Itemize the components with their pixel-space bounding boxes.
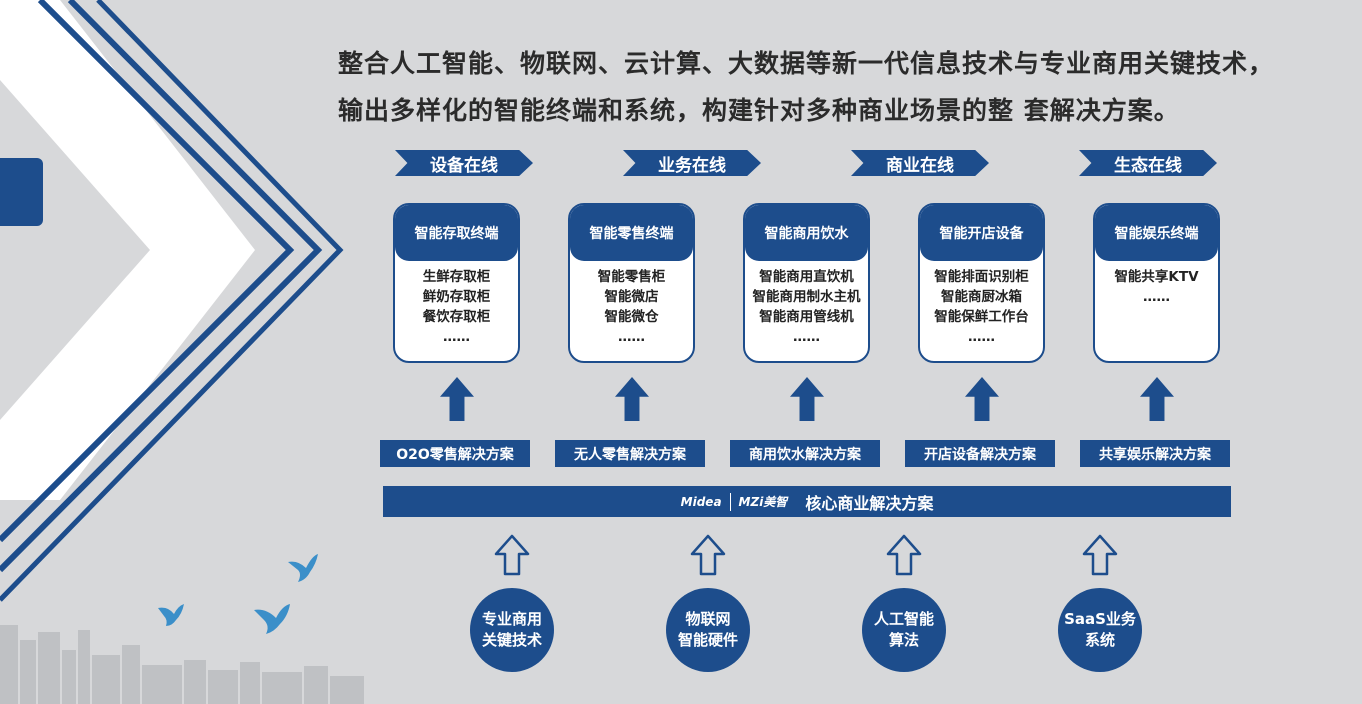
foundation-line: SaaS业务 bbox=[1064, 610, 1136, 628]
midea-logo: Midea bbox=[680, 494, 722, 509]
foundation-line: 专业商用 bbox=[481, 610, 542, 628]
card-title: 智能开店设备 bbox=[920, 205, 1043, 261]
white-chevron-shape bbox=[0, 0, 255, 500]
blue-stripe-3 bbox=[0, 0, 344, 602]
foundation-line: 物联网 bbox=[685, 610, 731, 628]
card-item: 生鲜存取柜 bbox=[422, 269, 491, 285]
card-water-terminal: 智能商用饮水 智能商用直饮机 智能商用制水主机 智能商用管线机 …… bbox=[743, 203, 870, 363]
foundation-line: 智能硬件 bbox=[677, 631, 738, 649]
card-item: 智能商厨冰箱 bbox=[941, 289, 1022, 305]
logo-divider bbox=[729, 492, 731, 511]
blue-stripe-1 bbox=[0, 0, 295, 543]
card-item: 智能商用制水主机 bbox=[752, 289, 861, 305]
card-storage-terminal: 智能存取终端 生鲜存取柜 鲜奶存取柜 餐饮存取柜 …… bbox=[393, 203, 520, 363]
card-title: 智能零售终端 bbox=[570, 205, 693, 261]
card-item: 餐饮存取柜 bbox=[422, 309, 491, 325]
solution-shared-entertainment: 共享娱乐解决方案 bbox=[1080, 440, 1230, 467]
headline-line-1: 整合人工智能、物联网、云计算、大数据等新一代信息技术与专业商用关键技术， bbox=[338, 49, 1275, 78]
card-title: 智能商用饮水 bbox=[745, 205, 868, 261]
card-retail-terminal: 智能零售终端 智能零售柜 智能微店 智能微仓 …… bbox=[568, 203, 695, 363]
blue-stripe-2 bbox=[0, 0, 323, 573]
card-title: 智能存取终端 bbox=[395, 205, 518, 261]
core-solution-label: 核心商业解决方案 bbox=[805, 493, 934, 513]
phase-business-online: 业务在线 bbox=[623, 150, 761, 176]
card-item: …… bbox=[443, 329, 470, 345]
headline-line-2: 输出多样化的智能终端和系统，构建针对多种商业场景的整 套解决方案。 bbox=[338, 96, 1180, 125]
outline-arrow-up-icon bbox=[494, 534, 530, 576]
foundation-saas-system: SaaS业务 系统 bbox=[1058, 588, 1142, 672]
card-item: 智能保鲜工作台 bbox=[934, 309, 1029, 325]
foundation-iot-hardware: 物联网 智能硬件 bbox=[666, 588, 750, 672]
solution-commercial-water: 商用饮水解决方案 bbox=[730, 440, 880, 467]
foundation-line: 算法 bbox=[888, 631, 919, 649]
card-item: …… bbox=[618, 329, 645, 345]
mzi-logo: MZi美智 bbox=[738, 495, 788, 509]
foundation-line: 系统 bbox=[1084, 631, 1115, 649]
card-title: 智能娱乐终端 bbox=[1095, 205, 1218, 261]
left-accent-tab bbox=[0, 158, 43, 226]
card-store-equipment: 智能开店设备 智能排面识别柜 智能商厨冰箱 智能保鲜工作台 …… bbox=[918, 203, 1045, 363]
solution-store-equipment: 开店设备解决方案 bbox=[905, 440, 1055, 467]
card-item: 智能排面识别柜 bbox=[934, 269, 1029, 285]
card-item: 智能商用直饮机 bbox=[759, 269, 854, 285]
card-item: …… bbox=[793, 329, 820, 345]
city-skyline-graphic bbox=[0, 625, 364, 704]
bird-3 bbox=[254, 604, 290, 634]
foundation-line: 人工智能 bbox=[873, 610, 934, 628]
card-item: 智能微仓 bbox=[604, 309, 659, 325]
bird-graphics bbox=[158, 554, 318, 634]
foundation-ai-algorithm: 人工智能 算法 bbox=[862, 588, 946, 672]
card-item: …… bbox=[968, 329, 995, 345]
phase-ecosystem-online: 生态在线 bbox=[1079, 150, 1217, 176]
phase-device-online: 设备在线 bbox=[395, 150, 533, 176]
card-item: …… bbox=[1143, 289, 1170, 305]
core-solution-bar: Midea MZi美智 核心商业解决方案 bbox=[383, 486, 1231, 517]
card-entertainment-terminal: 智能娱乐终端 智能共享KTV …… bbox=[1093, 203, 1220, 363]
card-item: 鲜奶存取柜 bbox=[422, 289, 491, 305]
card-item: 智能共享KTV bbox=[1114, 269, 1199, 285]
outline-arrow-up-icon bbox=[886, 534, 922, 576]
card-item: 智能商用管线机 bbox=[759, 309, 854, 325]
bird-1 bbox=[288, 554, 318, 582]
foundation-commercial-tech: 专业商用 关键技术 bbox=[470, 588, 554, 672]
card-item: 智能零售柜 bbox=[597, 269, 666, 285]
bird-2 bbox=[158, 604, 184, 626]
outline-arrow-up-icon bbox=[1082, 534, 1118, 576]
card-item: 智能微店 bbox=[604, 289, 659, 305]
phase-commerce-online: 商业在线 bbox=[851, 150, 989, 176]
outline-arrow-up-icon bbox=[690, 534, 726, 576]
solution-o2o-retail: O2O零售解决方案 bbox=[380, 440, 530, 467]
foundation-line: 关键技术 bbox=[481, 631, 542, 649]
solution-unmanned-retail: 无人零售解决方案 bbox=[555, 440, 705, 467]
